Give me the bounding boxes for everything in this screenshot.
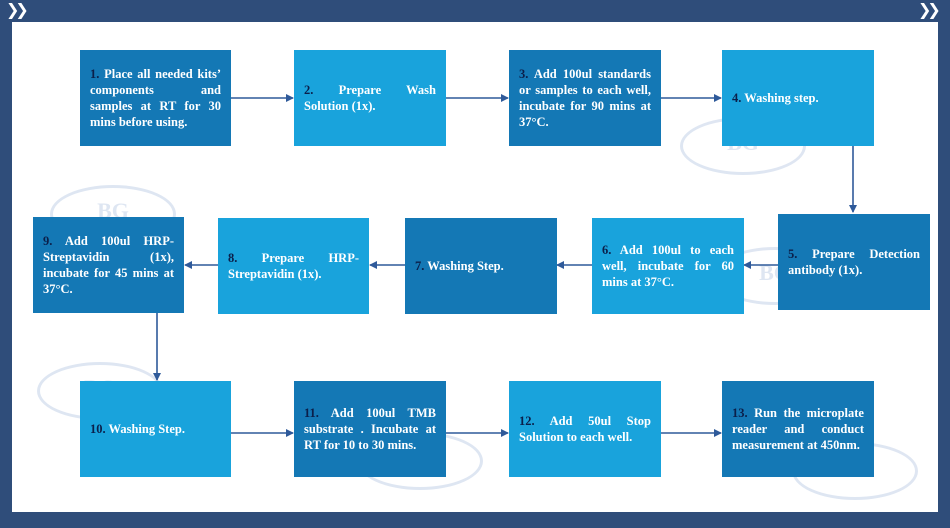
step-box-1: 1. Place all needed kits’ components and… bbox=[80, 50, 231, 146]
step-number: 4. bbox=[732, 91, 742, 105]
step-number: 12. bbox=[519, 414, 535, 428]
step-box-10: 10. Washing Step. bbox=[80, 381, 231, 477]
step-number: 2. bbox=[304, 83, 314, 97]
step-number: 13. bbox=[732, 406, 748, 420]
step-box-13: 13. Run the microplate reader and conduc… bbox=[722, 381, 874, 477]
step-number: 7. bbox=[415, 259, 425, 273]
header-bar bbox=[0, 0, 950, 22]
step-text: Add 100ul HRP-Streptavidin (1x), incubat… bbox=[43, 234, 174, 296]
step-text: Place all needed kits’ components and sa… bbox=[90, 67, 221, 129]
step-box-8: 8. Prepare HRP-Streptavidin (1x). bbox=[218, 218, 369, 314]
step-number: 3. bbox=[519, 67, 529, 81]
step-box-5: 5. Prepare Detection antibody (1x). bbox=[778, 214, 930, 310]
step-box-4: 4. Washing step. bbox=[722, 50, 874, 146]
step-number: 10. bbox=[90, 422, 106, 436]
step-text: Add 100ul TMB substrate . Incubate at RT… bbox=[304, 406, 436, 452]
double-chevron-right-icon: ❯❯ bbox=[6, 0, 29, 19]
step-box-2: 2. Prepare Wash Solution (1x). bbox=[294, 50, 446, 146]
step-box-7: 7. Washing Step. bbox=[405, 218, 557, 314]
step-number: 8. bbox=[228, 251, 238, 265]
double-chevron-right-icon: ❯❯ bbox=[918, 0, 941, 19]
step-text: Washing Step. bbox=[105, 422, 185, 436]
step-box-11: 11. Add 100ul TMB substrate . Incubate a… bbox=[294, 381, 446, 477]
step-number: 6. bbox=[602, 243, 612, 257]
step-text: Prepare HRP-Streptavidin (1x). bbox=[228, 251, 359, 281]
footer-bar bbox=[0, 512, 950, 528]
step-text: Prepare Wash Solution (1x). bbox=[304, 83, 436, 113]
step-text: Add 100ul to each well, incubate for 60 … bbox=[602, 243, 734, 289]
step-text: Washing step. bbox=[741, 91, 819, 105]
step-box-12: 12. Add 50ul Stop Solution to each well. bbox=[509, 381, 661, 477]
step-number: 11. bbox=[304, 406, 319, 420]
step-box-3: 3. Add 100ul standards or samples to eac… bbox=[509, 50, 661, 146]
step-number: 9. bbox=[43, 234, 53, 248]
step-text: Add 100ul standards or samples to each w… bbox=[519, 67, 651, 129]
step-text: Add 50ul Stop Solution to each well. bbox=[519, 414, 651, 444]
step-text: Run the microplate reader and conduct me… bbox=[732, 406, 864, 452]
step-text: Washing Step. bbox=[424, 259, 504, 273]
step-number: 1. bbox=[90, 67, 100, 81]
step-box-9: 9. Add 100ul HRP-Streptavidin (1x), incu… bbox=[33, 217, 184, 313]
step-text: Prepare Detection antibody (1x). bbox=[788, 247, 920, 277]
step-number: 5. bbox=[788, 247, 798, 261]
step-box-6: 6. Add 100ul to each well, incubate for … bbox=[592, 218, 744, 314]
